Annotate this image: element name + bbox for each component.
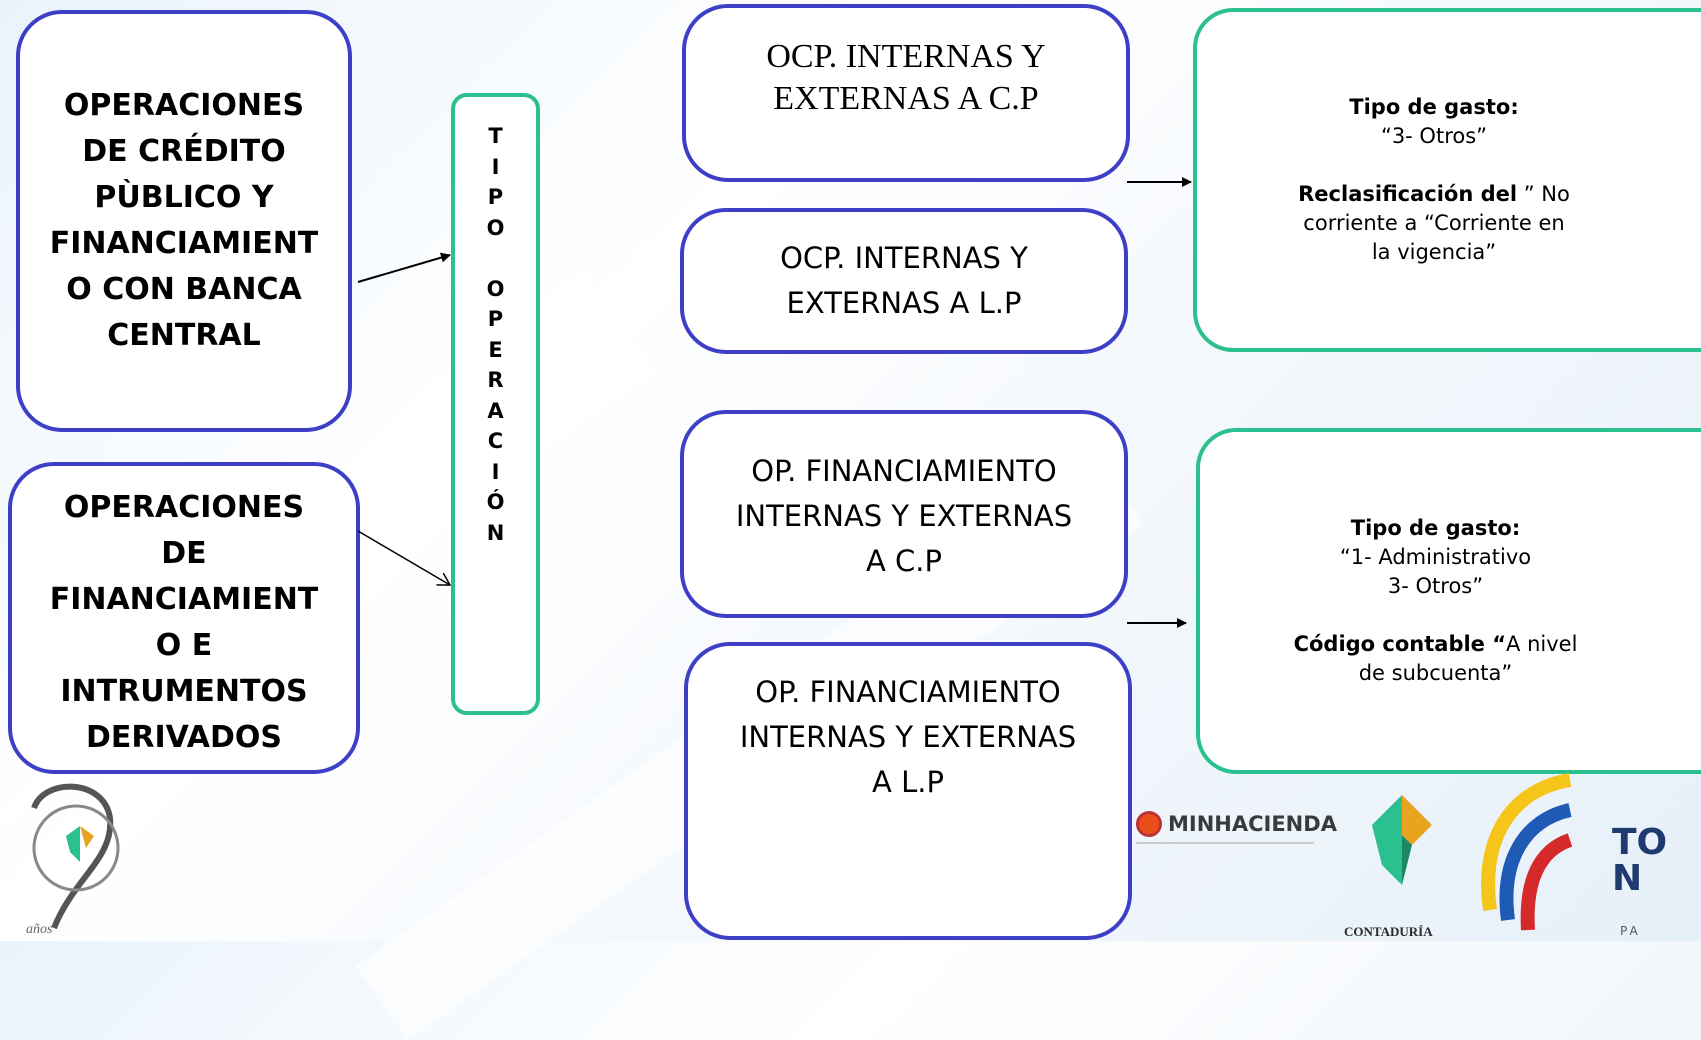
box-line: OPERACIONES — [63, 88, 305, 123]
brand-text-pa: PA — [1620, 924, 1641, 938]
minhacienda-logo-text: MINHACIENDA — [1168, 812, 1337, 836]
box-line: O E — [155, 628, 213, 663]
box-line: OP. FINANCIAMIENTO — [755, 675, 1061, 709]
reclasificacion-text: ” No — [1517, 182, 1570, 206]
box-ocp-corto-plazo: OCP. INTERNAS Y EXTERNAS A C.P — [682, 4, 1130, 182]
box-line: DERIVADOS — [85, 720, 283, 755]
vertical-letter: Ó — [486, 490, 505, 514]
vertical-letter: E — [488, 337, 503, 362]
vertical-letter: O — [486, 276, 505, 301]
box-line: PÙBLICO Y — [94, 180, 274, 215]
box-line: A C.P — [865, 544, 942, 578]
box-line: INTRUMENTOS — [60, 674, 308, 709]
vertical-letter: T — [488, 124, 503, 148]
country-brand-logo-icon — [1481, 773, 1573, 931]
vertical-letter: C — [487, 429, 504, 453]
vertical-letter: A — [487, 398, 504, 423]
codigo-contable-text: A nivel — [1506, 632, 1578, 656]
box-line: OP. FINANCIAMIENTO — [751, 454, 1057, 488]
box-tipo-gasto-administrativo: Tipo de gasto: “1- Administrativo 3- Otr… — [1196, 428, 1701, 774]
vertical-letter: P — [487, 307, 504, 331]
codigo-contable-text: de subcuenta” — [1358, 661, 1513, 685]
box-line: INTERNAS Y EXTERNAS — [735, 499, 1073, 533]
vertical-letter: I — [491, 154, 500, 179]
box-operaciones-financiamiento: OPERACIONES DE FINANCIAMIENT O E INTRUME… — [8, 462, 360, 774]
box-line: OCP. INTERNAS Y — [766, 38, 1046, 75]
box-tipo-operacion: T I P O O P E R A C I Ó N — [451, 93, 540, 715]
minhacienda-underline — [1136, 842, 1314, 844]
box-line: CENTRAL — [107, 318, 261, 353]
vertical-letter: I — [491, 459, 500, 484]
box-line: OPERACIONES — [63, 490, 305, 525]
contaduria-logo-icon — [1372, 795, 1432, 885]
box-line: EXTERNAS A L.P — [786, 286, 1022, 320]
minhacienda-seal-icon — [1136, 811, 1162, 837]
vertical-letter: P — [487, 185, 504, 209]
codigo-contable-label: Código contable “ — [1293, 632, 1507, 656]
vertical-letter: O — [486, 215, 505, 240]
box-op-financiamiento-largo-plazo: OP. FINANCIAMIENTO INTERNAS Y EXTERNAS A… — [684, 642, 1132, 940]
box-line: O CON BANCA — [66, 272, 302, 307]
arrow-credito-to-tipo — [357, 252, 451, 283]
twenty-years-logo-icon — [31, 783, 120, 930]
tipo-gasto-value: “3- Otros” — [1380, 124, 1488, 148]
box-ocp-largo-plazo: OCP. INTERNAS Y EXTERNAS A L.P — [680, 208, 1128, 354]
box-op-financiamiento-corto-plazo: OP. FINANCIAMIENTO INTERNAS Y EXTERNAS A… — [680, 410, 1128, 618]
box-line: FINANCIAMIENT — [49, 226, 319, 261]
box-line: DE — [161, 536, 207, 571]
tipo-gasto-label: Tipo de gasto: — [1350, 516, 1521, 540]
box-line: OCP. INTERNAS Y — [780, 241, 1028, 275]
arrow-financiamiento-to-tipo — [357, 530, 450, 585]
tipo-gasto-value: “1- Administrativo — [1339, 545, 1532, 569]
vertical-letter: N — [486, 520, 505, 545]
box-line: A L.P — [872, 765, 944, 799]
box-line: FINANCIAMIENT — [49, 582, 319, 617]
box-operaciones-credito-publico: OPERACIONES DE CRÉDITO PÙBLICO Y FINANCI… — [16, 10, 352, 432]
tipo-gasto-value: 3- Otros” — [1387, 574, 1484, 598]
reclasificacion-label: Reclasificación del — [1298, 182, 1518, 206]
box-tipo-gasto-otros: Tipo de gasto: “3- Otros” Reclasificació… — [1193, 8, 1701, 352]
contaduria-logo-text: CONTADURÍA — [1344, 924, 1433, 939]
anos-text: años — [26, 922, 53, 937]
reclasificacion-text: la vigencia” — [1371, 240, 1497, 264]
box-line: DE CRÉDITO — [82, 134, 286, 169]
tipo-gasto-label: Tipo de gasto: — [1349, 95, 1519, 119]
vertical-letter: R — [487, 368, 504, 392]
brand-text-n: N — [1612, 858, 1643, 899]
brand-text-to: TO — [1612, 822, 1668, 863]
box-line: EXTERNAS A C.P — [773, 80, 1039, 117]
connector-arrows — [357, 177, 1192, 628]
box-line: INTERNAS Y EXTERNAS — [739, 720, 1077, 754]
reclasificacion-text: corriente a “Corriente en — [1303, 211, 1565, 235]
